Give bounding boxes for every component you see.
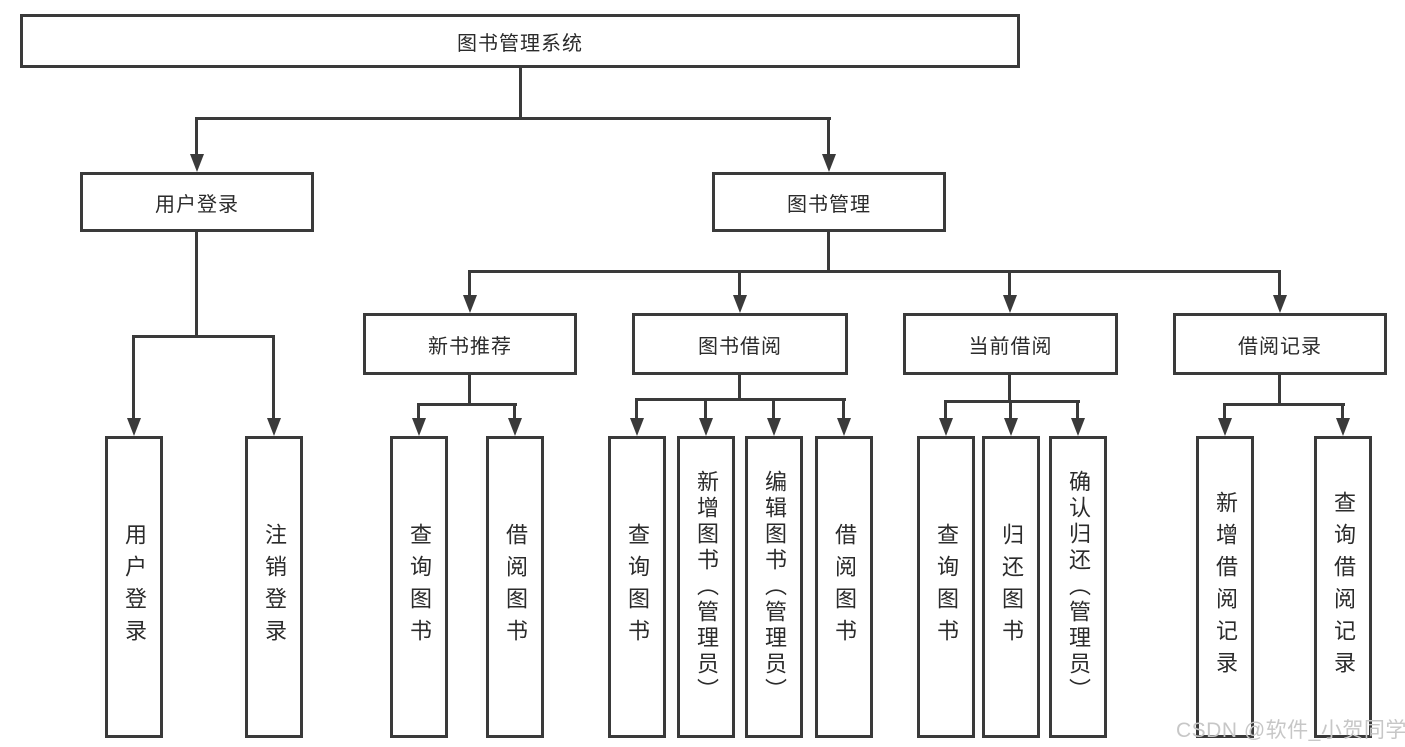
leaf-borrow-books-2: 借阅图书 — [815, 436, 873, 738]
connector-to-new-book — [468, 270, 471, 300]
connector-user-login-hbar — [132, 335, 275, 338]
arrowhead-leaf-borrow2 — [837, 418, 851, 436]
arrowhead-leaf-login — [127, 418, 141, 436]
arrowhead-leaf-query1 — [412, 418, 426, 436]
node-user-login: 用户登录 — [80, 172, 314, 232]
node-label: 图书管理 — [787, 193, 871, 216]
leaf-query-borrow-record: 查询借阅记录 — [1314, 436, 1372, 738]
node-root-system: 图书管理系统 — [20, 14, 1020, 68]
leaf-confirm-return-admin: 确认归还（管理员） — [1049, 436, 1107, 738]
connector-to-book-management — [827, 117, 830, 159]
node-borrow-records: 借阅记录 — [1173, 313, 1387, 375]
leaf-query-books-1: 查询图书 — [390, 436, 448, 738]
leaf-add-borrow-record: 新增借阅记录 — [1196, 436, 1254, 738]
connector-to-leaf-query1 — [417, 403, 420, 423]
node-label: 用户登录 — [155, 193, 239, 216]
connector-book-borrow-hbar — [635, 398, 846, 401]
arrowhead-leaf-edit-books — [767, 418, 781, 436]
connector-records-trunk — [1278, 375, 1281, 406]
node-label: 归还图书 — [999, 523, 1024, 651]
connector-to-leaf-add-record — [1223, 403, 1226, 423]
node-label: 注销登录 — [262, 523, 287, 651]
connector-book-mgmt-hbar — [468, 270, 1281, 273]
watermark: CSDN @软件_小贺同学 — [1176, 719, 1405, 742]
node-label: 查询图书 — [625, 523, 650, 651]
connector-root-hbar — [196, 117, 831, 120]
leaf-query-books-3: 查询图书 — [917, 436, 975, 738]
arrowhead-new-book — [463, 295, 477, 313]
connector-book-borrow-trunk — [738, 375, 741, 401]
node-label: 图书借阅 — [698, 335, 782, 358]
connector-root-trunk — [519, 68, 522, 119]
arrowhead-book-borrow — [733, 295, 747, 313]
connector-to-leaf-logout — [272, 335, 275, 423]
node-label: 查询图书 — [407, 523, 432, 651]
connector-to-leaf-query3 — [944, 400, 947, 423]
arrowhead-book-management — [822, 154, 836, 172]
node-label: 查询借阅记录 — [1331, 491, 1356, 683]
leaf-logout: 注销登录 — [245, 436, 303, 738]
node-label: 新增借阅记录 — [1213, 491, 1238, 683]
connector-to-leaf-borrow1 — [513, 403, 516, 423]
node-label: 用户登录 — [122, 523, 147, 651]
leaf-add-books-admin: 新增图书（管理员） — [677, 436, 735, 738]
node-book-borrow: 图书借阅 — [632, 313, 848, 375]
connector-to-leaf-query-record — [1341, 403, 1344, 423]
leaf-return-books: 归还图书 — [982, 436, 1040, 738]
connector-current-trunk — [1008, 375, 1011, 403]
connector-to-leaf-return — [1009, 400, 1012, 423]
connector-records-hbar — [1223, 403, 1345, 406]
node-book-management: 图书管理 — [712, 172, 946, 232]
arrowhead-leaf-return — [1004, 418, 1018, 436]
leaf-borrow-books-1: 借阅图书 — [486, 436, 544, 738]
connector-user-login-trunk — [195, 232, 198, 337]
connector-to-current-borrow — [1008, 270, 1011, 300]
connector-book-mgmt-trunk — [827, 232, 830, 273]
connector-to-book-borrow — [738, 270, 741, 300]
arrowhead-borrow-records — [1273, 295, 1287, 313]
arrowhead-leaf-add-books — [699, 418, 713, 436]
arrowhead-leaf-confirm — [1071, 418, 1085, 436]
connector-to-leaf-add-books — [704, 398, 707, 423]
node-label: 借阅图书 — [503, 523, 528, 651]
arrowhead-leaf-logout — [267, 418, 281, 436]
arrowhead-leaf-query3 — [939, 418, 953, 436]
node-label: 当前借阅 — [968, 335, 1053, 358]
arrowhead-leaf-borrow1 — [508, 418, 522, 436]
leaf-user-login: 用户登录 — [105, 436, 163, 738]
node-label: 确认归还（管理员） — [1066, 470, 1091, 704]
node-label: 借阅图书 — [832, 523, 857, 651]
connector-new-book-trunk — [468, 375, 471, 406]
connector-to-leaf-confirm — [1076, 400, 1079, 423]
node-label: 新增图书（管理员） — [694, 470, 719, 704]
connector-current-hbar — [944, 400, 1080, 403]
node-label: 借阅记录 — [1238, 335, 1322, 358]
connector-to-leaf-edit-books — [772, 398, 775, 423]
arrowhead-leaf-query-record — [1336, 418, 1350, 436]
arrowhead-user-login — [190, 154, 204, 172]
connector-to-borrow-records — [1278, 270, 1281, 300]
connector-to-user-login — [195, 117, 198, 159]
node-new-book-recommend: 新书推荐 — [363, 313, 577, 375]
node-label: 新书推荐 — [428, 335, 512, 358]
node-current-borrow: 当前借阅 — [903, 313, 1118, 375]
connector-to-leaf-query2 — [635, 398, 638, 423]
arrowhead-current-borrow — [1003, 295, 1017, 313]
leaf-query-books-2: 查询图书 — [608, 436, 666, 738]
arrowhead-leaf-query2 — [630, 418, 644, 436]
node-label: 查询图书 — [934, 523, 959, 651]
connector-to-leaf-login — [132, 335, 135, 423]
connector-new-book-hbar — [417, 403, 517, 406]
arrowhead-leaf-add-record — [1218, 418, 1232, 436]
node-label: 图书管理系统 — [457, 32, 583, 55]
connector-to-leaf-borrow2 — [842, 398, 845, 423]
node-label: 编辑图书（管理员） — [762, 470, 787, 704]
leaf-edit-books-admin: 编辑图书（管理员） — [745, 436, 803, 738]
